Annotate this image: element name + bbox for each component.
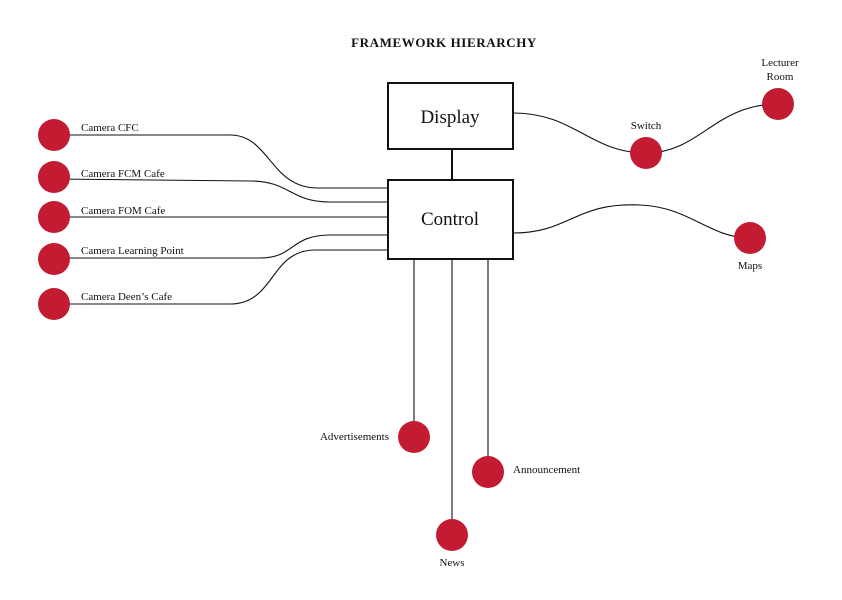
connector-camera-cfc (54, 134, 388, 189)
news-label: News (439, 557, 464, 569)
maps-label: Maps (738, 260, 762, 272)
display-label: Display (420, 107, 480, 128)
camera-cfc-label: Camera CFC (81, 122, 139, 134)
lecturer-room-node (762, 88, 794, 120)
camera-fcm-node (38, 161, 70, 193)
announcement-node (472, 456, 504, 488)
connector-camera-deens (54, 249, 388, 305)
display-box: Display (387, 82, 514, 150)
switch-label: Switch (631, 120, 662, 132)
news-node (436, 519, 468, 551)
advertisements-node (398, 421, 430, 453)
camera-fcm-label: Camera FCM Cafe (81, 168, 165, 180)
camera-nodes: Camera CFC Camera FCM Cafe Camera FOM Ca… (38, 119, 184, 320)
diagram-title: FRAMEWORK HIERARCHY (351, 35, 537, 50)
connector-camera-fcm (53, 178, 388, 203)
switch-node (630, 137, 662, 169)
camera-deens-label: Camera Deen’s Cafe (81, 291, 172, 303)
camera-fom-label: Camera FOM Cafe (81, 205, 165, 217)
control-box: Control (387, 179, 514, 260)
camera-deens-node (38, 288, 70, 320)
camera-learning-label: Camera Learning Point (81, 245, 184, 257)
connector-camera-learning (54, 234, 388, 259)
output-nodes: Switch Lecturer Room Maps Advertisements… (320, 57, 799, 569)
lecturer-room-label-line1: Lecturer (761, 57, 799, 69)
camera-fom-node (38, 201, 70, 233)
camera-cfc-node (38, 119, 70, 151)
control-label: Control (421, 209, 479, 230)
lecturer-room-label-line2: Room (767, 71, 794, 83)
connector-display-switch (512, 112, 647, 154)
connector-switch-lecturer (645, 103, 779, 154)
maps-node (734, 222, 766, 254)
advertisements-label: Advertisements (320, 431, 389, 443)
connector-control-maps (512, 204, 751, 239)
announcement-label: Announcement (513, 464, 580, 476)
camera-learning-node (38, 243, 70, 275)
connectors (53, 103, 779, 535)
